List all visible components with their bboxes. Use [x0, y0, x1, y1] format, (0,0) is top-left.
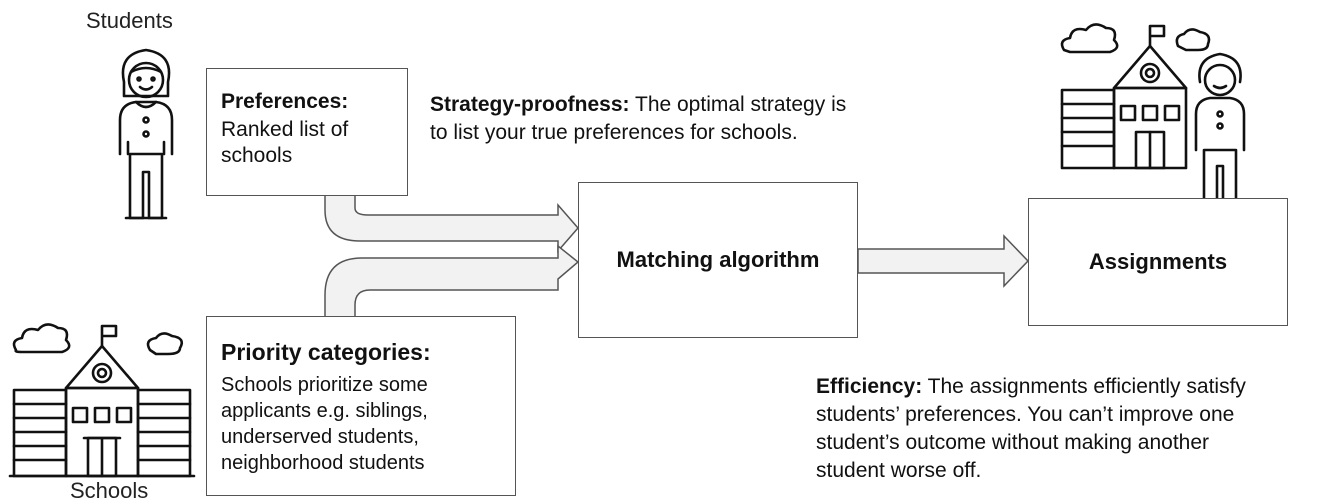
matching-algorithm-box: Matching algorithm	[578, 182, 858, 338]
matching-algorithm-label: Matching algorithm	[616, 247, 820, 272]
priority-body-line: applicants e.g. siblings,	[221, 400, 428, 422]
efficiency-text-line: student’s outcome without making another	[816, 431, 1210, 454]
preferences-body-line: schools	[221, 144, 293, 167]
school-icon	[8, 323, 196, 478]
students-label: Students	[86, 8, 173, 33]
assignments-arrow	[857, 234, 1030, 288]
priority-body-line: underserved students,	[221, 426, 419, 448]
schools-label: Schools	[70, 478, 149, 503]
strategy-proofness-text: The optimal strategy is	[629, 93, 847, 116]
preferences-title: Preferences:	[221, 90, 349, 113]
strategy-proofness-term: Strategy-proofness:	[430, 93, 630, 116]
assignments-box: Assignments	[1028, 198, 1288, 326]
school-with-student-icon	[1060, 23, 1246, 202]
student-icon	[118, 48, 174, 220]
efficiency-term: Efficiency:	[816, 375, 923, 398]
assignments-label: Assignments	[1088, 249, 1228, 274]
efficiency-text-line: students’ preferences. You can’t improve…	[816, 403, 1235, 426]
strategy-proofness-text-line2: to list your true preferences for school…	[430, 121, 798, 144]
efficiency-note: Efficiency: The assignments efficiently …	[816, 374, 1246, 400]
preferences-box: Preferences: Ranked list of schools	[206, 68, 408, 196]
priority-box: Priority categories: Schools prioritize …	[206, 316, 516, 496]
priority-body-line: Schools prioritize some	[221, 374, 428, 396]
preferences-body-line: Ranked list of	[221, 118, 349, 141]
priority-body-line: neighborhood students	[221, 452, 425, 474]
efficiency-text: The assignments efficiently satisfy	[922, 375, 1246, 398]
preferences-arrow	[324, 194, 579, 254]
priority-arrow	[324, 244, 580, 318]
priority-title: Priority categories:	[221, 339, 431, 365]
efficiency-text-line: student worse off.	[816, 459, 982, 482]
strategy-proofness-note: Strategy-proofness: The optimal strategy…	[430, 92, 846, 118]
